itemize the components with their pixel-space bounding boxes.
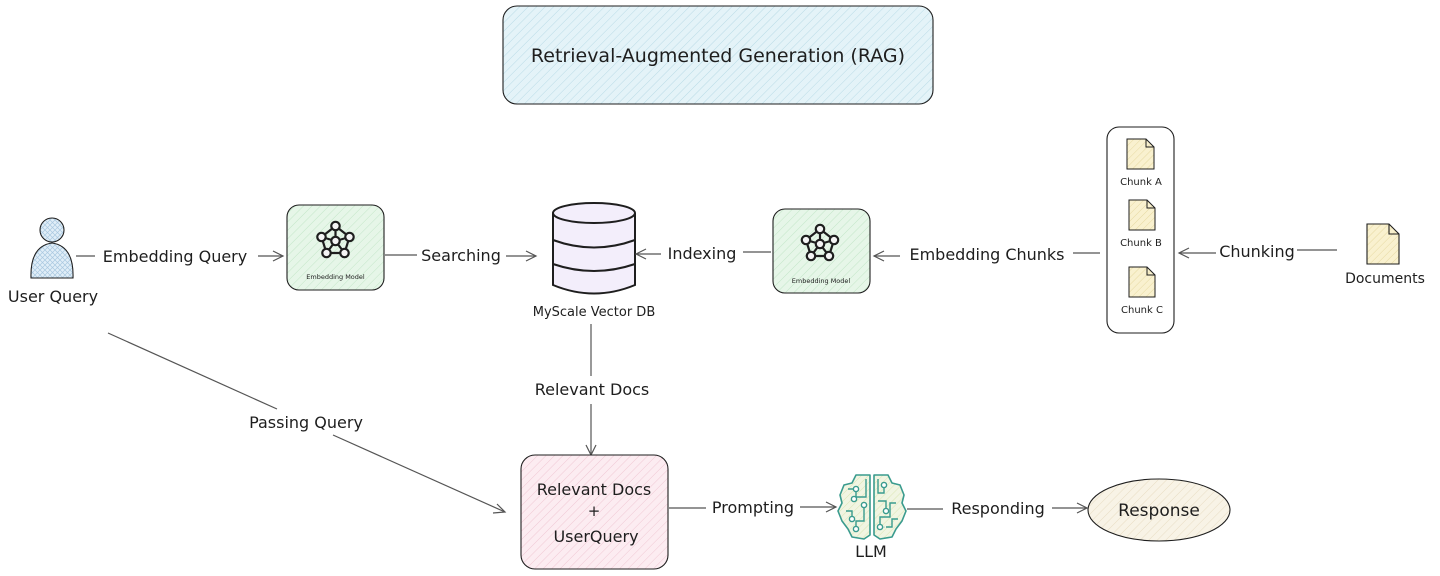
user-node: User Query: [8, 217, 98, 306]
chunk-b: Chunk B: [1120, 199, 1162, 249]
edge-label-relevant-docs: Relevant Docs: [535, 380, 650, 399]
chunk-c-label: Chunk C: [1121, 305, 1163, 316]
edge-label-prompting: Prompting: [712, 498, 794, 517]
edge-label-passing-query: Passing Query: [249, 413, 363, 432]
embedding-model-query-node: Embedding Model: [286, 204, 385, 291]
user-query-label: User Query: [8, 287, 98, 306]
edge-embedding-query: Embedding Query: [76, 247, 285, 266]
edge-relevant-docs: Relevant Docs: [535, 324, 650, 457]
network-icon: [800, 223, 840, 262]
edge-embedding-chunks: Embedding Chunks: [872, 245, 1100, 264]
edge-label-chunking: Chunking: [1219, 242, 1295, 261]
title-box: Retrieval-Augmented Generation (RAG): [502, 5, 934, 105]
edge-responding: Responding: [907, 499, 1089, 518]
edge-label-responding: Responding: [951, 499, 1045, 518]
combined-line-3: UserQuery: [553, 527, 638, 546]
diagram-title: Retrieval-Augmented Generation (RAG): [531, 45, 905, 67]
chunk-c: Chunk C: [1121, 266, 1163, 316]
edge-passing-query: Passing Query: [107, 332, 507, 514]
user-icon: [30, 217, 74, 279]
response-label: Response: [1118, 501, 1200, 521]
documents-label: Documents: [1345, 271, 1425, 287]
vector-db-label: MyScale Vector DB: [533, 305, 656, 320]
combined-line-2: +: [588, 502, 601, 520]
chunk-b-label: Chunk B: [1120, 238, 1162, 249]
edge-label-embedding-query: Embedding Query: [103, 247, 247, 266]
embedding-model-chunks-label: Embedding Model: [792, 277, 851, 285]
edge-label-embedding-chunks: Embedding Chunks: [909, 245, 1064, 264]
edge-searching: Searching: [385, 246, 538, 265]
document-icon: [1366, 223, 1400, 265]
database-icon: [552, 202, 636, 295]
edge-indexing: Indexing: [634, 244, 771, 263]
chunks-container: Chunk A Chunk B Chunk C: [1106, 126, 1175, 334]
document-icon: [1128, 266, 1156, 298]
edge-label-indexing: Indexing: [668, 244, 737, 263]
edge-label-searching: Searching: [421, 246, 501, 265]
llm-label: LLM: [855, 542, 887, 561]
edge-prompting: Prompting: [669, 498, 838, 517]
edge-chunking: Chunking: [1177, 242, 1337, 261]
combined-line-1: Relevant Docs: [537, 480, 652, 499]
documents-node: Documents: [1345, 223, 1425, 287]
brain-circuit-icon: [837, 474, 907, 540]
chunk-a: Chunk A: [1120, 138, 1162, 188]
chunk-a-label: Chunk A: [1120, 177, 1162, 188]
document-icon: [1128, 199, 1156, 231]
vector-db-node: MyScale Vector DB: [533, 202, 656, 320]
combined-context-node: Relevant Docs + UserQuery: [520, 454, 669, 570]
embedding-model-query-label: Embedding Model: [306, 273, 365, 281]
response-node: Response: [1087, 478, 1231, 542]
llm-node: LLM: [837, 474, 907, 561]
network-icon: [316, 220, 355, 259]
document-icon: [1126, 138, 1155, 170]
embedding-model-chunks-node: Embedding Model: [772, 208, 871, 294]
